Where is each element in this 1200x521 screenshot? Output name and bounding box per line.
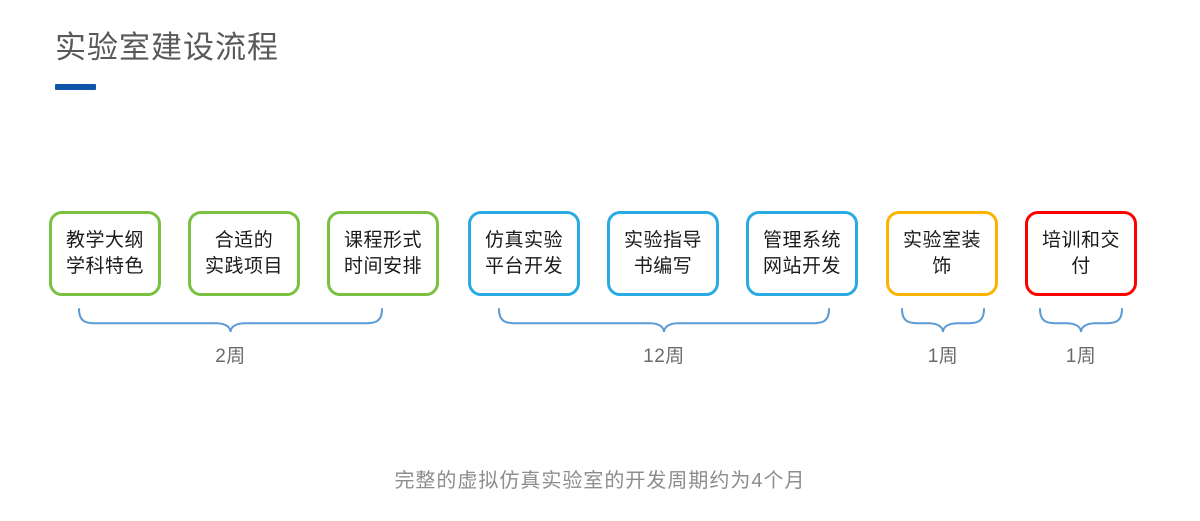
phase-box-3[interactable]: 课程形式 时间安排	[327, 211, 439, 296]
phase-box-8[interactable]: 培训和交 付	[1025, 211, 1137, 296]
duration-brace-4: 1周	[1039, 308, 1123, 367]
brace-shape	[498, 308, 830, 333]
duration-brace-3: 1周	[901, 308, 985, 367]
duration-label: 1周	[1065, 346, 1097, 367]
title-accent-bar	[55, 84, 96, 90]
phase-box-label: 课程形式 时间安排	[343, 229, 422, 277]
phase-box-1[interactable]: 教学大纲 学科特色	[49, 211, 161, 296]
phase-box-4[interactable]: 仿真实验 平台开发	[468, 211, 580, 296]
brace-shape	[78, 308, 383, 333]
duration-label: 2周	[215, 346, 246, 367]
phase-box-label: 实验室装 饰	[902, 229, 981, 277]
title-block: 实验室建设流程	[55, 26, 279, 90]
phase-box-label: 培训和交 付	[1041, 229, 1120, 277]
brace-shape	[901, 308, 985, 333]
phase-box-label: 教学大纲 学科特色	[65, 229, 144, 277]
phase-box-label: 仿真实验 平台开发	[484, 229, 563, 277]
phase-box-6[interactable]: 管理系统 网站开发	[746, 211, 858, 296]
phase-box-label: 管理系统 网站开发	[762, 229, 841, 277]
duration-brace-2: 12周	[498, 308, 830, 367]
phase-box-5[interactable]: 实验指导 书编写	[607, 211, 719, 296]
phase-box-label: 合适的 实践项目	[204, 229, 283, 277]
duration-label: 12周	[643, 346, 685, 367]
footer-note: 完整的虚拟仿真实验室的开发周期约为4个月	[394, 470, 806, 492]
duration-brace-1: 2周	[78, 308, 383, 367]
phase-box-7[interactable]: 实验室装 饰	[886, 211, 998, 296]
duration-label: 1周	[927, 346, 959, 367]
phase-box-2[interactable]: 合适的 实践项目	[188, 211, 300, 296]
phase-box-label: 实验指导 书编写	[623, 229, 702, 277]
brace-shape	[1039, 308, 1123, 333]
page-title: 实验室建设流程	[55, 30, 279, 65]
